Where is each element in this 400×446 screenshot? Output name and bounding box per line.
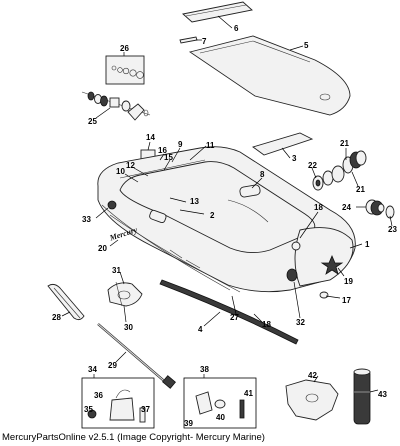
- callout-41: 41: [244, 389, 253, 398]
- callout-24: 24: [342, 203, 351, 212]
- callout-12: 12: [126, 161, 135, 170]
- callout-21-bottom: 21: [356, 185, 365, 194]
- callout-numbers: 6 7 5 26 25 3 14 9 11 16 15 12 10 8 22 2…: [52, 24, 397, 428]
- callout-39: 39: [184, 419, 193, 428]
- part-28-oar-blade: [47, 283, 85, 321]
- leader-lines: [61, 15, 393, 393]
- callout-26: 26: [120, 44, 129, 53]
- callout-22: 22: [308, 161, 317, 170]
- callout-38: 38: [200, 365, 209, 374]
- part-24-ring: [365, 199, 385, 216]
- callout-19: 19: [344, 277, 353, 286]
- part-31-oarlock: [107, 281, 143, 307]
- callout-1: 1: [365, 240, 370, 249]
- callout-36: 36: [94, 391, 103, 400]
- callout-3: 3: [292, 154, 297, 163]
- callout-6: 6: [234, 24, 239, 33]
- callout-16: 16: [158, 146, 167, 155]
- part-42-bracket: [285, 379, 339, 421]
- callout-25: 25: [88, 117, 97, 126]
- part-4-rub-strip: [159, 279, 299, 345]
- callout-9: 9: [178, 140, 183, 149]
- callout-17: 17: [342, 296, 351, 305]
- part-6-plank: [182, 1, 253, 23]
- callout-35: 35: [84, 405, 93, 414]
- callout-13: 13: [190, 197, 199, 206]
- part-23-ring: [385, 205, 395, 219]
- callout-43: 43: [378, 390, 387, 399]
- callout-33: 33: [82, 215, 91, 224]
- callout-29: 29: [108, 361, 117, 370]
- callout-32: 32: [296, 318, 305, 327]
- callout-2: 2: [210, 211, 215, 220]
- callout-30: 30: [124, 323, 133, 332]
- callout-37: 37: [141, 405, 150, 414]
- callout-28: 28: [52, 313, 61, 322]
- part-43-storage-bag: [353, 368, 371, 425]
- part-21-valve: [342, 150, 367, 174]
- callout-40: 40: [216, 413, 225, 422]
- part-29-oar-shaft: [97, 323, 176, 389]
- callout-34: 34: [88, 365, 97, 374]
- image-caption: MercuryPartsOnline v2.5.1 (Image Copyrig…: [2, 432, 265, 443]
- callout-23: 23: [388, 225, 397, 234]
- part-34-pump-kit: [81, 377, 155, 429]
- callout-27: 27: [230, 313, 239, 322]
- callout-18-top: 18: [314, 203, 323, 212]
- part-1-inflatable-hull: [97, 146, 356, 299]
- callout-42: 42: [308, 371, 317, 380]
- callout-14: 14: [146, 133, 155, 142]
- callout-15: 15: [164, 153, 173, 162]
- callout-18-bottom: 18: [262, 320, 271, 329]
- callout-10: 10: [116, 167, 125, 176]
- part-7-strip: [179, 36, 198, 44]
- callout-8: 8: [260, 170, 265, 179]
- callout-5: 5: [304, 41, 309, 50]
- part-25-valve-parts: [81, 91, 151, 121]
- callout-21-top: 21: [340, 139, 349, 148]
- part-5-floorboard: [188, 35, 351, 116]
- callout-20: 20: [98, 244, 107, 253]
- callout-4: 4: [198, 325, 203, 334]
- part-38-repair-kit: [183, 377, 257, 429]
- part-3-plank: [251, 132, 314, 156]
- part-22-valve: [312, 165, 345, 191]
- callout-31: 31: [112, 266, 121, 275]
- part-26-oring-kit: [105, 55, 145, 85]
- callout-11: 11: [206, 141, 215, 150]
- callout-7: 7: [202, 37, 207, 46]
